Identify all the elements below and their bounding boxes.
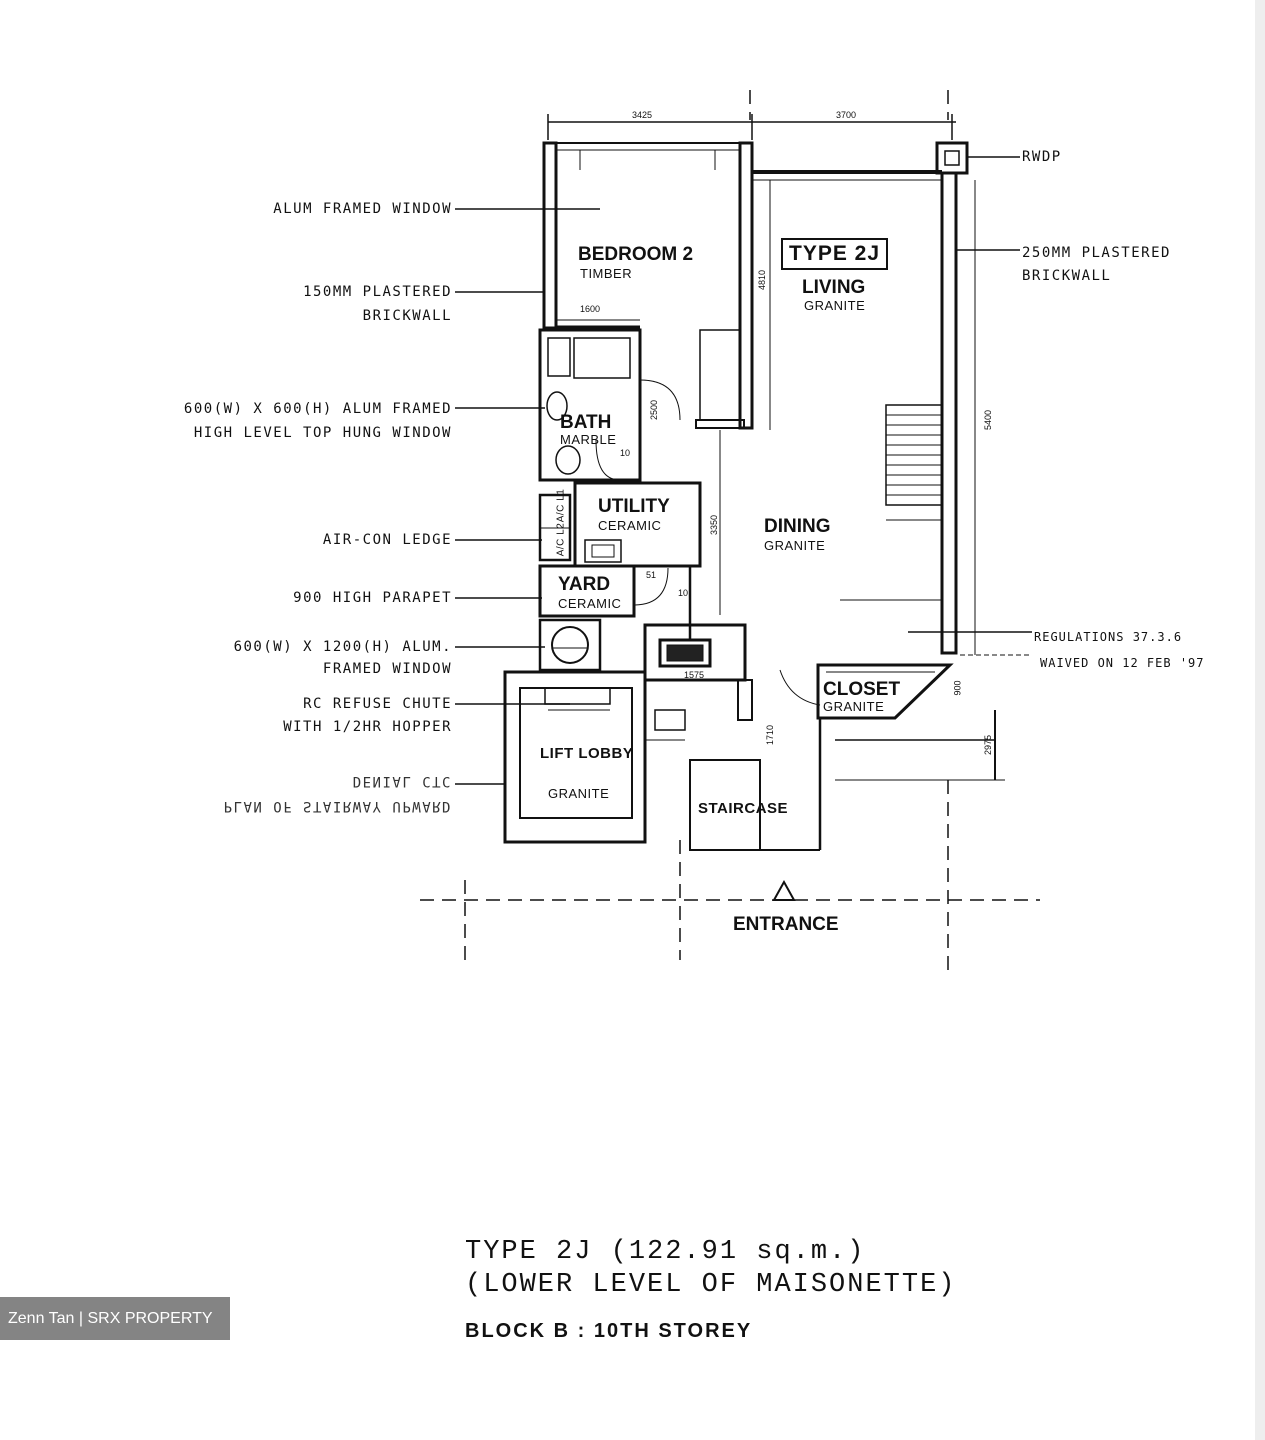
callout-mirrored-2: PLAN OF STAIRWAY UPWARD — [223, 798, 452, 814]
dim-dining: 3350 — [709, 514, 720, 536]
dim-closet: 900 — [952, 680, 963, 696]
callout-250mm-wall: 250MM PLASTERED — [1022, 245, 1171, 261]
caption-level: (LOWER LEVEL OF MAISONETTE) — [465, 1270, 957, 1300]
room-bedroom-2: BEDROOM 2 — [578, 244, 694, 265]
room-utility: UTILITY — [598, 496, 670, 517]
callout-parapet: 900 HIGH PARAPET — [293, 590, 452, 606]
dim-lower-a: 1710 — [765, 724, 776, 746]
dim-lower-b: 2975 — [983, 734, 994, 756]
type-box: TYPE 2J — [781, 238, 889, 270]
room-dining-finish: GRANITE — [764, 538, 826, 553]
room-yard: YARD — [558, 574, 611, 595]
callout-mirrored-1: DENIAL CTC — [352, 773, 452, 789]
callout-150mm-wall: 150MM PLASTERED — [303, 284, 452, 300]
dim-lift: 1575 — [684, 670, 705, 680]
entrance-label: ENTRANCE — [733, 914, 839, 935]
callout-aircon-ledge: AIR-CON LEDGE — [322, 532, 452, 548]
page-edge — [1255, 0, 1265, 1440]
callout-refuse-chute-2: WITH 1/2HR HOPPER — [283, 719, 452, 735]
room-bedroom-2-finish: TIMBER — [580, 266, 633, 281]
room-bath: BATH — [560, 412, 612, 433]
callout-framed-window: 600(W) X 1200(H) ALUM. — [233, 639, 452, 655]
room-closet-finish: GRANITE — [823, 699, 885, 714]
dim-bath-small: 10 — [620, 448, 631, 458]
callout-alum-window: ALUM FRAMED WINDOW — [273, 201, 452, 217]
lift-lobby-label: LIFT LOBBY — [540, 745, 634, 762]
staircase-label: STAIRCASE — [698, 800, 789, 817]
room-living-finish: GRANITE — [804, 298, 866, 313]
room-closet: CLOSET — [823, 679, 901, 700]
acledge-mark-1: A/C L1 — [555, 488, 567, 523]
callout-regulations: REGULATIONS 37.3.6 — [1034, 630, 1183, 644]
dim-bed-depth: 4810 — [757, 269, 768, 291]
callout-250mm-wall-2: BRICKWALL — [1022, 268, 1112, 284]
callout-150mm-wall-2: BRICKWALL — [362, 308, 452, 324]
dim-yard-small-2: 51 — [646, 570, 657, 580]
callout-framed-window-2: FRAMED WINDOW — [322, 661, 452, 677]
dim-yard-small: 10 — [678, 588, 689, 598]
dim-bath: 2500 — [649, 399, 660, 421]
room-yard-finish: CERAMIC — [558, 596, 622, 611]
callout-top-hung-window-2: HIGH LEVEL TOP HUNG WINDOW — [193, 425, 452, 441]
dim-top-right: 3700 — [836, 110, 857, 120]
room-living: LIVING — [802, 277, 866, 298]
callout-refuse-chute: RC REFUSE CHUTE — [303, 696, 452, 712]
caption-type: TYPE 2J (122.91 sq.m.) — [465, 1237, 866, 1267]
callout-waived: WAIVED ON 12 FEB '97 — [1040, 656, 1205, 670]
dim-right: 5400 — [983, 409, 994, 431]
caption-block: BLOCK B : 10TH STOREY — [465, 1320, 753, 1342]
dim-top-left: 3425 — [632, 110, 653, 120]
callout-rwdp: RWDP — [1022, 149, 1062, 165]
room-utility-finish: CERAMIC — [598, 518, 662, 533]
watermark-badge: Zenn Tan | SRX PROPERTY — [0, 1297, 230, 1340]
room-dining: DINING — [764, 516, 831, 537]
acledge-mark-2: A/C L2 — [555, 522, 567, 557]
dim-bed-small: 1600 — [580, 304, 601, 314]
callout-top-hung-window: 600(W) X 600(H) ALUM FRAMED — [183, 401, 452, 417]
lift-lobby-finish: GRANITE — [548, 786, 610, 801]
room-bath-finish: MARBLE — [560, 432, 617, 447]
